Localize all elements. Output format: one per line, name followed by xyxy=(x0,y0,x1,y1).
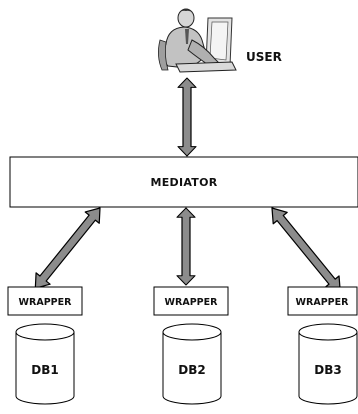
mediator-box xyxy=(9,156,358,208)
database-cylinder-icon: DB2 xyxy=(162,323,222,405)
database-label: DB1 xyxy=(31,363,58,377)
wrapper-label: WRAPPER xyxy=(19,297,73,308)
user-mediator-arrow xyxy=(177,77,197,157)
wrapper-box: WRAPPER xyxy=(7,286,83,316)
database-cylinder-icon: DB1 xyxy=(15,323,75,405)
mediator-label: MEDIATOR xyxy=(150,176,217,189)
wrapper-label: WRAPPER xyxy=(165,297,219,308)
mediator-wrapper3-arrow xyxy=(264,201,348,299)
database-label: DB3 xyxy=(314,363,341,377)
wrapper-box: WRAPPER xyxy=(153,286,229,316)
mediator-wrapper2-arrow xyxy=(176,207,196,286)
database-cylinder-icon: DB3 xyxy=(298,323,358,405)
user-label: USER xyxy=(246,50,282,64)
mediator-wrapper1-arrow xyxy=(27,201,108,295)
wrapper-box: WRAPPER xyxy=(287,286,358,316)
wrapper-label: WRAPPER xyxy=(296,297,350,308)
user-figure-icon xyxy=(158,8,237,73)
database-label: DB2 xyxy=(178,363,205,377)
